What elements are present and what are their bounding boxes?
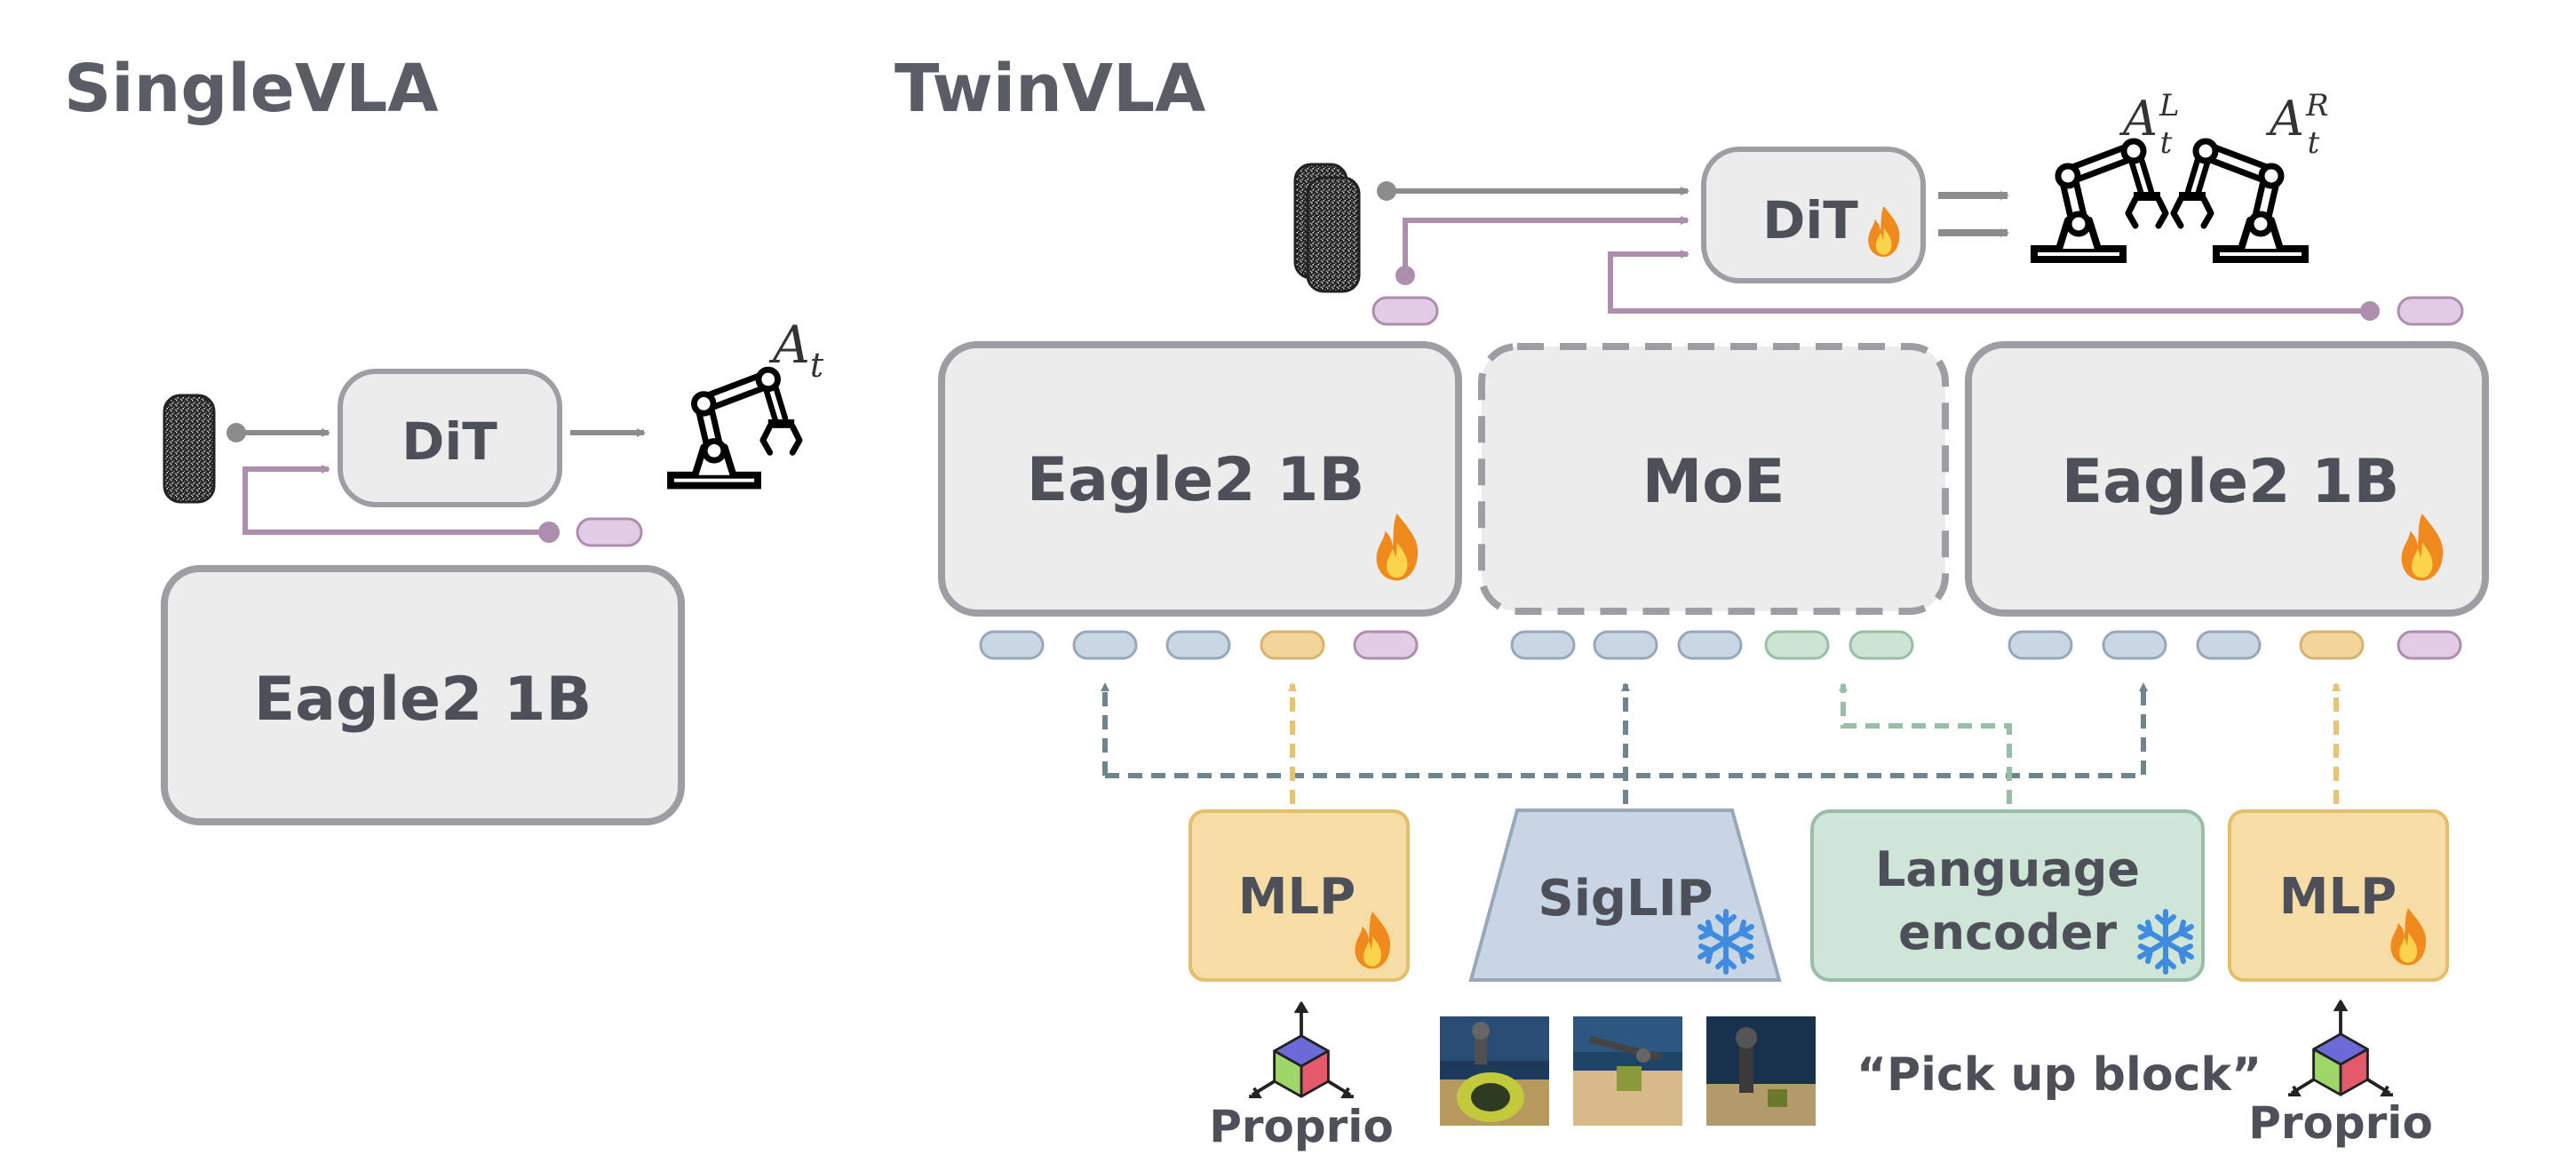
- right-eagle-label: Eagle2 1B: [2062, 447, 2400, 517]
- language-encoder-label-line1: Language: [1875, 841, 2140, 897]
- left-mlp-label: MLP: [1238, 868, 1356, 926]
- right-proprio-token: [2299, 630, 2365, 660]
- twin-dit-box: [1701, 147, 1926, 283]
- single-conditioning-arrow: [242, 465, 560, 543]
- right-proprio-label: Proprio: [2248, 1097, 2433, 1149]
- language-encoder-label-line2: encoder: [1898, 904, 2117, 960]
- twin-vla-section: TwinVLA DiT A: [894, 51, 2489, 1152]
- instruction-text: “Pick up block”: [1856, 1048, 2262, 1102]
- robot-arm-icon: [671, 370, 799, 485]
- left-action-query-token: [1353, 630, 1419, 660]
- left-proprio-token: [1260, 630, 1325, 660]
- right-conditioning-arrow: [1608, 250, 2380, 321]
- left-image-token-3: [1165, 630, 1231, 660]
- left-proprio-label: Proprio: [1209, 1101, 1394, 1152]
- camera-image-1: [1440, 1016, 1549, 1126]
- left-proprio-cube-icon: [1249, 1002, 1354, 1096]
- left-action-token: [1371, 296, 1439, 326]
- right-image-token-1: [2008, 630, 2073, 660]
- single-action-token: [576, 517, 643, 547]
- single-dit-label: DiT: [402, 411, 497, 472]
- single-eagle-box: [161, 565, 685, 825]
- moe-box: [1478, 343, 1949, 615]
- single-vla-title: SingleVLA: [64, 51, 439, 127]
- right-image-token-3: [2196, 630, 2262, 660]
- twin-dit-label: DiT: [1762, 190, 1858, 251]
- right-robot-arm-icon: [2174, 141, 2305, 259]
- language-feature-connection: [1839, 682, 2012, 804]
- camera-image-2: [1573, 1016, 1682, 1126]
- single-action-label: At: [768, 315, 824, 385]
- noise-latent: [163, 394, 216, 504]
- right-mlp-label: MLP: [2279, 868, 2397, 926]
- single-dit-box: [338, 369, 562, 507]
- left-eagle-label: Eagle2 1B: [1027, 445, 1365, 515]
- noise-to-dit-arrow: [227, 423, 330, 442]
- siglip-feature-connections: [1101, 682, 2148, 804]
- left-mlp-box: [1189, 809, 1410, 982]
- moe-language-token-1: [1764, 630, 1830, 660]
- noise-latent-front: [1306, 176, 1361, 293]
- language-encoder-box: [1810, 809, 2205, 982]
- twin-vla-title: TwinVLA: [894, 51, 1205, 127]
- right-image-token-2: [2102, 630, 2167, 660]
- moe-image-token-2: [1593, 630, 1658, 660]
- single-vla-section: SingleVLA DiT At Eagle2 1B: [64, 51, 824, 825]
- token-row: [979, 630, 2462, 660]
- left-conditioning-arrow: [1395, 216, 1690, 285]
- left-image-token-1: [979, 630, 1045, 660]
- right-eagle-box: [1965, 341, 2489, 617]
- right-action-query-token: [2397, 630, 2462, 660]
- moe-language-token-2: [1849, 630, 1914, 660]
- left-robot-arm-icon: [2034, 141, 2166, 259]
- dit-to-actions-arrows: [1938, 191, 2009, 237]
- moe-image-token-3: [1677, 630, 1743, 660]
- single-eagle-label: Eagle2 1B: [254, 665, 592, 735]
- right-action-token: [2397, 296, 2464, 326]
- proprio-feature-connections: [1288, 682, 2341, 804]
- camera-image-3: [1706, 1016, 1816, 1126]
- moe-label: MoE: [1642, 447, 1785, 517]
- left-eagle-box: [938, 341, 1462, 617]
- moe-image-token-1: [1510, 630, 1576, 660]
- left-image-token-2: [1072, 630, 1138, 660]
- twin-noise-to-dit-arrow: [1377, 181, 1690, 201]
- siglip-label: SigLIP: [1538, 870, 1713, 928]
- right-proprio-cube-icon: [2288, 1000, 2393, 1095]
